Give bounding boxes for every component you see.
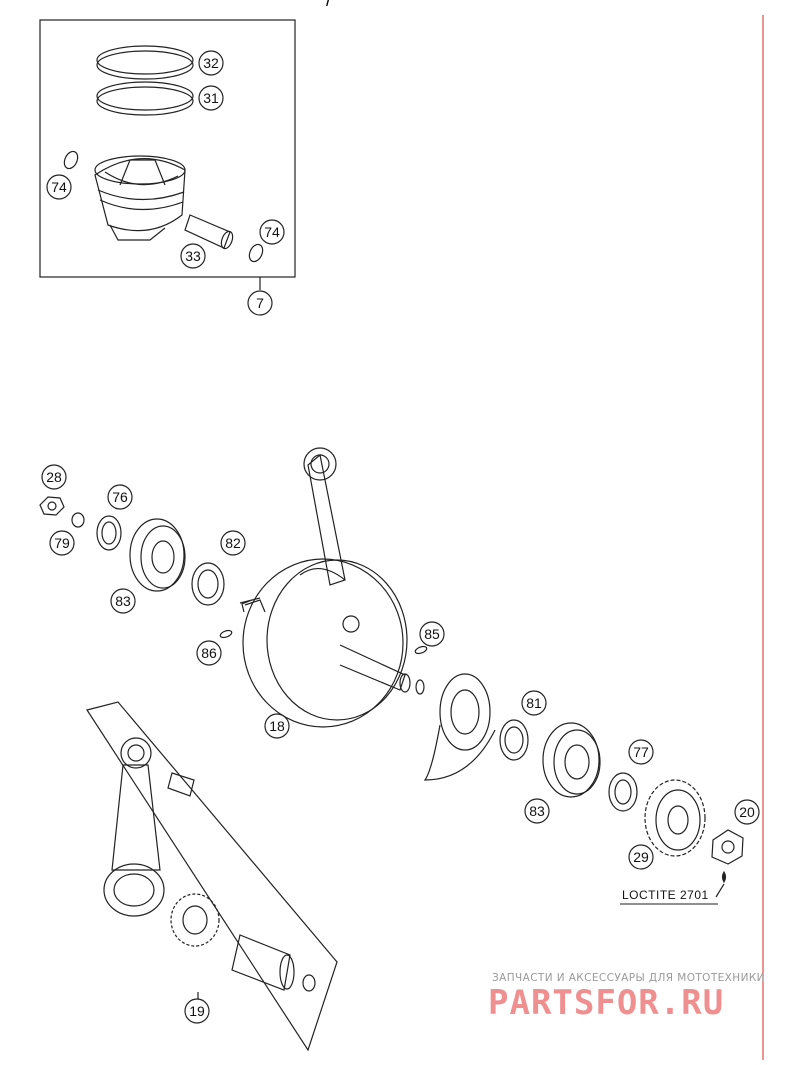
callout-label: 28 [46,469,62,485]
callout-79: 79 [49,530,75,556]
shim-left [191,562,225,606]
callout-label: 31 [203,90,219,106]
callout-label: 7 [256,295,264,311]
callout-31: 31 [198,85,224,111]
callout-label: 79 [54,535,70,551]
piston-ring-bottom [96,81,194,111]
callout-label: 85 [424,626,440,642]
callout-33: 33 [180,243,206,269]
callout-74: 74 [46,174,72,200]
callout-label: 77 [633,744,649,760]
callout-19: 19 [184,998,210,1024]
crankshaft-assembly [39,447,744,898]
callout-77: 77 [628,739,654,765]
callout-18: 18 [264,713,290,739]
callout-86: 86 [196,640,222,666]
piston-body [94,158,186,232]
callout-label: 83 [115,593,131,609]
circlip-left [63,150,79,170]
callout-29: 29 [628,844,654,870]
callout-label: 86 [201,645,217,661]
callout-76: 76 [107,484,133,510]
crank-gear [644,779,706,857]
callout-label: 29 [633,849,649,865]
crank-shaft-right [339,644,406,691]
loctite-note: LOCTITE 2701 [622,888,709,902]
watermark-subtitle: ЗАПЧАСТИ И АКСЕССУАРЫ ДЛЯ МОТОТЕХНИКИ [492,972,765,984]
crank-pin-washer [302,974,316,992]
callout-85: 85 [419,621,445,647]
loctite-drop-icon [721,870,727,884]
woodruff-key-left [219,629,233,639]
primary-gear [439,673,491,751]
callout-label: 74 [264,224,280,240]
washer [71,512,85,528]
callout-83: 83 [110,588,136,614]
conrod-kit-frame [86,701,338,1052]
conrod-kit-rod [111,764,161,871]
connecting-rod [307,453,346,586]
nut-left [39,496,65,516]
callout-label: 20 [739,804,755,820]
piston-ring-top [96,45,194,75]
callout-label: 76 [112,489,128,505]
callout-label: 18 [269,718,285,734]
piston-kit-frame [39,19,296,278]
top-fragment: / [326,0,332,10]
callout-label: 82 [225,535,241,551]
callout-74: 74 [259,219,285,245]
callout-label: 83 [529,803,545,819]
callout-82: 82 [220,530,246,556]
callout-20: 20 [734,799,760,825]
shim-right [499,719,529,761]
callout-label: 74 [51,179,67,195]
callout-32: 32 [198,50,224,76]
watermark-logo: PARTSFOR.RU [488,983,725,1023]
callout-81: 81 [521,690,547,716]
conrod-kit [86,701,338,1052]
callout-label: 81 [526,695,542,711]
callout-label: 19 [189,1003,205,1019]
callout-28: 28 [41,464,67,490]
nut-right [711,829,744,865]
piston-kit [39,19,296,290]
callout-83: 83 [524,798,550,824]
needle-bearing [170,893,220,947]
oil-seal-left [96,515,122,551]
crank-web [242,558,404,728]
circlip-right [248,243,264,263]
balancer-weight [423,724,496,781]
oil-seal-right [608,772,638,812]
callouts: 32 31 74 74 33 7 28 76 79 82 83 86 85 18 81 77 20 83 29 19 [41,50,760,1024]
callout-7: 7 [247,290,273,316]
main-bearing-right [542,722,600,798]
piston-pin [184,214,231,249]
woodruff-key-right [414,645,428,655]
small-end-bush [167,772,195,797]
crank-pin [231,934,291,991]
callout-label: 32 [203,55,219,71]
main-bearing-left [129,518,185,592]
callout-label: 33 [185,248,201,264]
